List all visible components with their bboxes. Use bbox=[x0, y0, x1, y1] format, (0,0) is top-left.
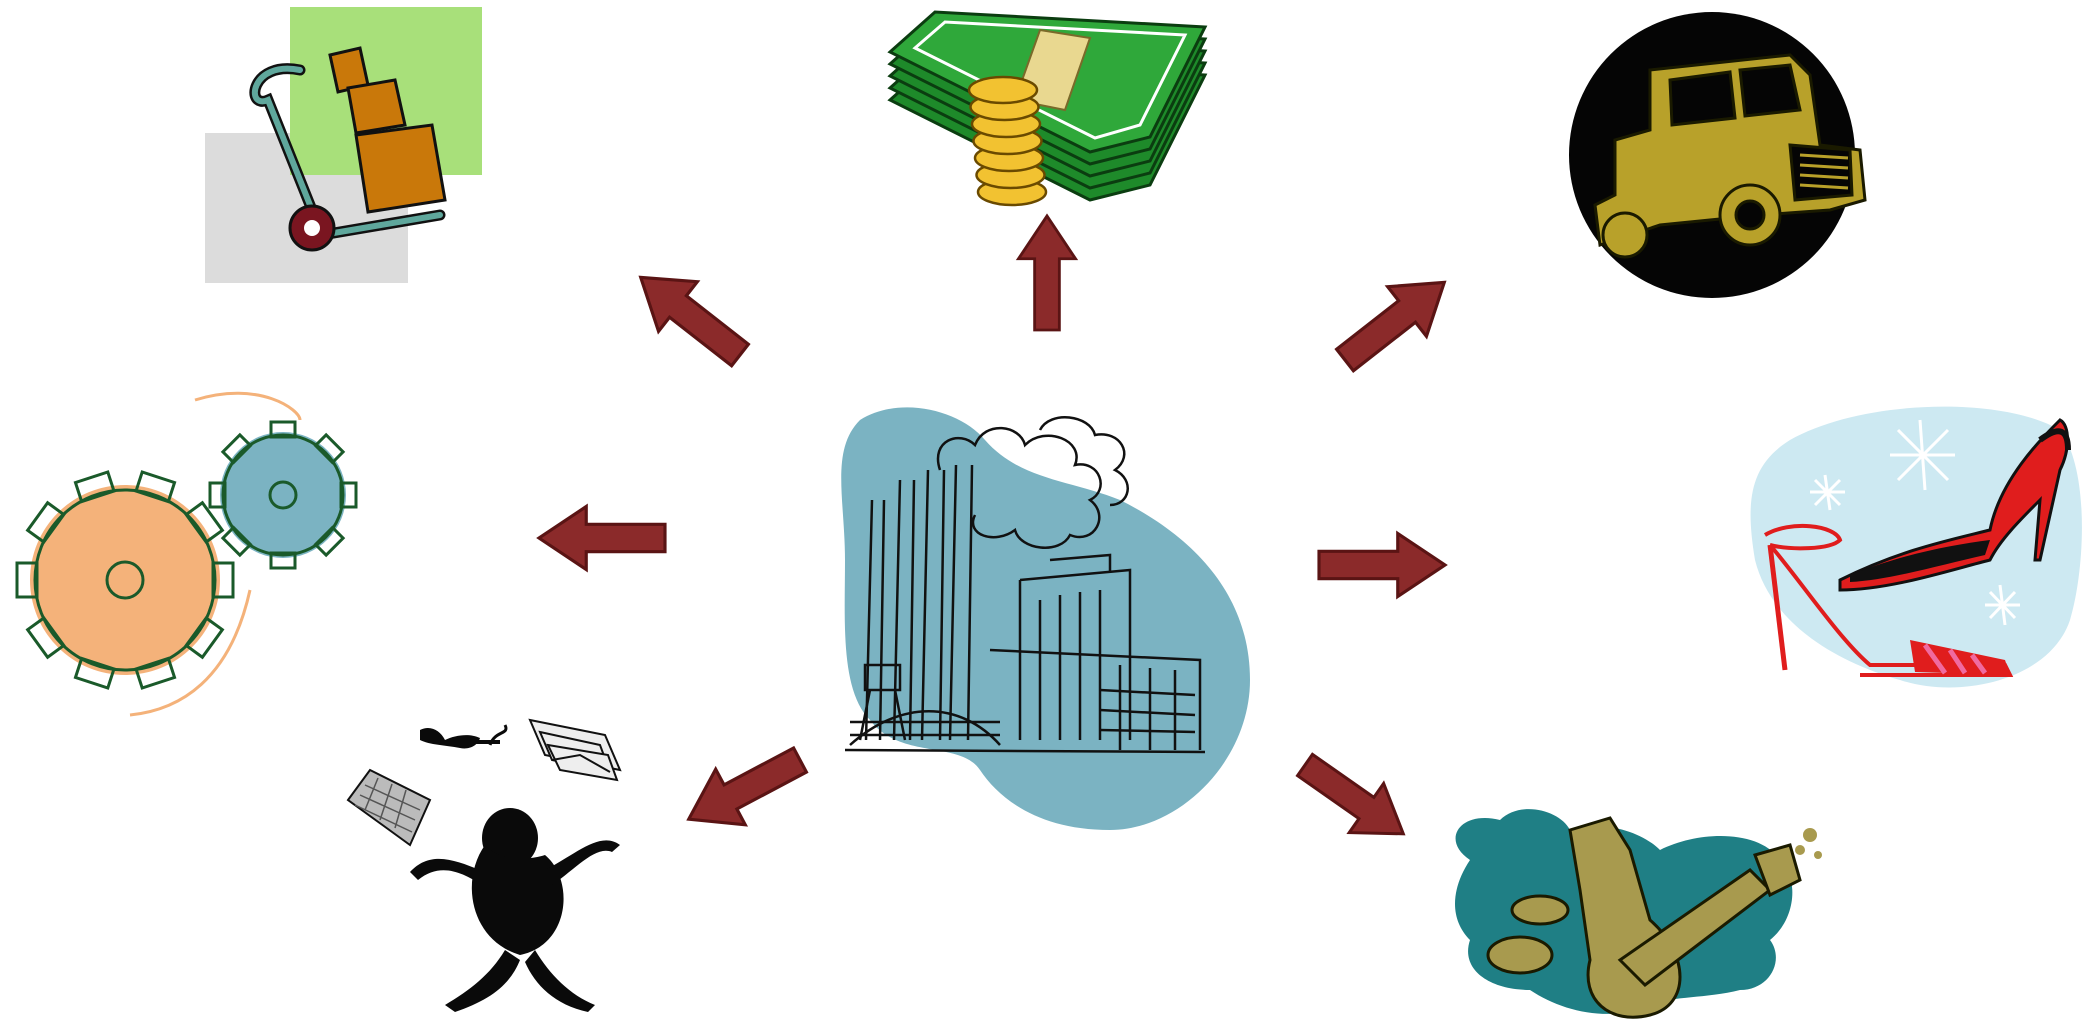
lab-flasks-icon bbox=[1455, 809, 1822, 1019]
arrow-up bbox=[1017, 214, 1077, 332]
gear-tooth bbox=[73, 470, 116, 504]
high-heel-shoes-icon bbox=[1750, 406, 2082, 688]
gears-icon bbox=[15, 391, 358, 717]
gear-tooth bbox=[211, 561, 235, 599]
gear-tooth bbox=[339, 481, 358, 509]
arrow-up-left bbox=[619, 251, 761, 382]
busy-worker-juggling-icon bbox=[346, 718, 622, 1012]
gear-tooth bbox=[269, 420, 297, 439]
gear-tooth bbox=[184, 500, 225, 545]
gear-tooth bbox=[15, 561, 39, 599]
gear-tooth bbox=[220, 525, 253, 558]
gear-tooth bbox=[25, 615, 66, 660]
gear-tooth bbox=[313, 432, 346, 465]
factory-icon bbox=[841, 407, 1250, 830]
truck-icon bbox=[1569, 12, 1867, 298]
money-stack-coins-icon bbox=[887, 10, 1208, 207]
gear-tooth bbox=[25, 500, 66, 545]
gear-tooth bbox=[208, 481, 227, 509]
gear-tooth bbox=[220, 432, 253, 465]
arrow-up-right bbox=[1324, 256, 1466, 387]
gear-tooth bbox=[313, 525, 346, 558]
gear-tooth bbox=[269, 551, 297, 570]
hand-truck-boxes-icon bbox=[205, 7, 482, 283]
gear-tooth bbox=[134, 470, 177, 504]
gear-tooth bbox=[134, 656, 177, 690]
arrow-down-right bbox=[1286, 738, 1423, 860]
arrow-right bbox=[1317, 531, 1447, 599]
arrow-left bbox=[537, 504, 667, 572]
gear-tooth bbox=[184, 615, 225, 660]
gear-tooth bbox=[73, 656, 116, 690]
arrow-down-left bbox=[672, 730, 817, 849]
